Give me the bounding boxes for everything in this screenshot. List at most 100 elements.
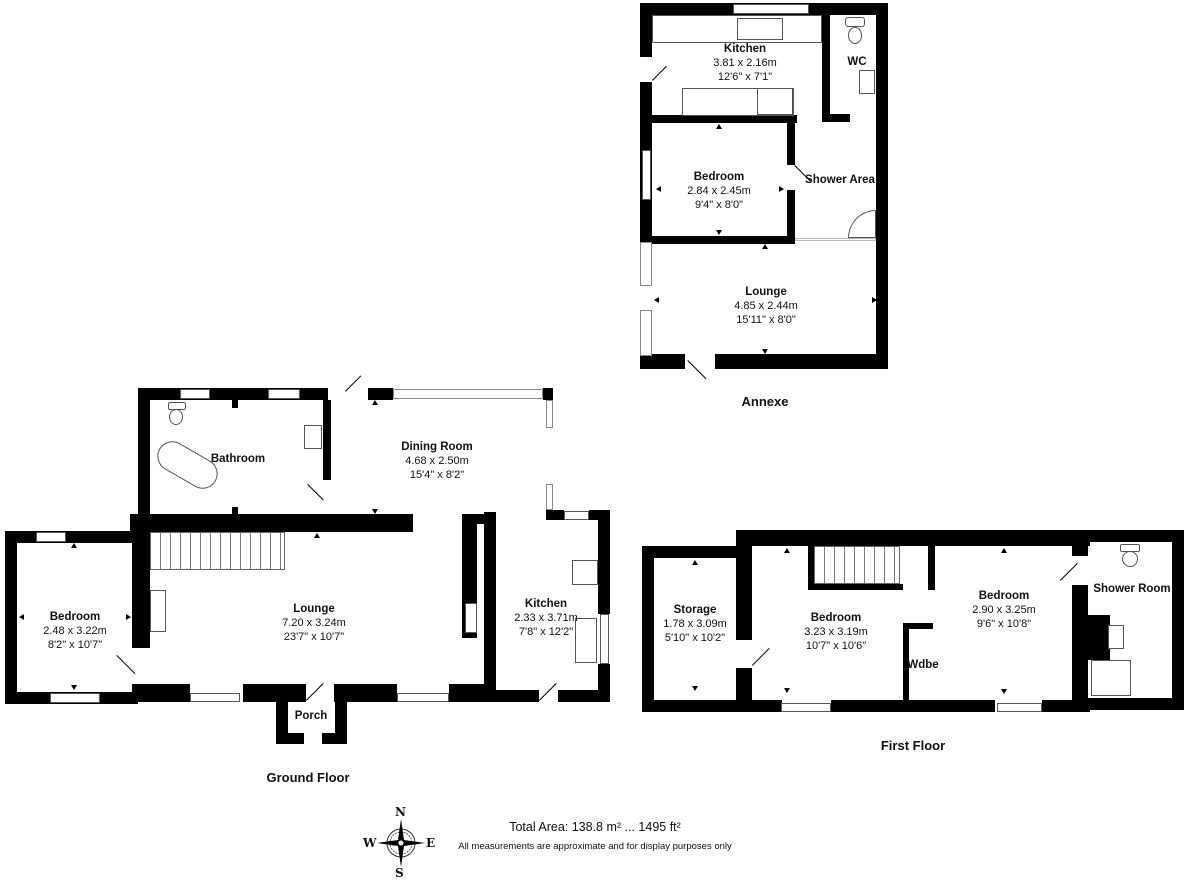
floor-title-ground-floor: Ground Floor <box>266 770 350 785</box>
total-area: Total Area: 138.8 m² ... 1495 ft² <box>509 820 681 834</box>
measure-arrow-icon <box>762 244 768 249</box>
fireplace-icon <box>465 603 477 633</box>
toilet-bowl-icon <box>848 27 862 44</box>
room-dim-metric: 4.85 x 2.44m <box>734 300 798 312</box>
door <box>752 648 770 666</box>
basin-icon <box>859 70 875 94</box>
glazed-wall <box>393 389 543 399</box>
glazed-door-frame <box>640 242 652 286</box>
measure-arrow-icon <box>692 686 698 691</box>
measure-arrow-icon <box>656 186 661 192</box>
room-name: Lounge <box>745 286 787 298</box>
wall <box>546 510 564 520</box>
measure-arrow-icon <box>654 297 659 303</box>
measure-arrow-icon <box>19 614 24 620</box>
wall <box>1172 530 1184 708</box>
room-dim-metric: 2.90 x 3.25m <box>972 604 1036 616</box>
wall <box>928 546 935 590</box>
wall <box>652 236 795 244</box>
room-name: Kitchen <box>524 598 568 610</box>
staircase <box>150 532 285 570</box>
room-label-gf-dining-room: Dining Room 4.68 x 2.50m 15'4" x 8'2" <box>401 440 473 482</box>
basin-icon <box>1108 625 1124 649</box>
wall <box>787 190 795 244</box>
room-dim-metric: 4.68 x 2.50m <box>405 455 469 467</box>
wall <box>132 514 150 648</box>
door <box>687 360 707 380</box>
room-name: Dining Room <box>401 441 473 453</box>
compass-rose-icon: N S W E <box>360 805 442 880</box>
door <box>539 683 557 701</box>
toilet-bowl-icon <box>169 409 183 425</box>
window <box>997 703 1042 712</box>
door <box>1060 563 1078 581</box>
glazed-wall <box>546 484 553 510</box>
room-dim-imperial: 8'2" x 10'7" <box>47 639 103 651</box>
wall <box>642 546 748 558</box>
wall <box>808 546 814 586</box>
compass-south: S <box>395 866 404 880</box>
door <box>307 484 324 501</box>
room-dim-imperial: 10'7" x 10'6" <box>805 640 867 652</box>
window <box>190 693 240 702</box>
wall <box>243 684 306 702</box>
toilet-bowl-icon <box>1122 551 1138 567</box>
measure-arrow-icon <box>716 230 722 235</box>
wall <box>449 684 489 702</box>
wall <box>736 530 1090 546</box>
wall <box>558 690 610 702</box>
door <box>116 655 136 675</box>
wall <box>736 530 752 640</box>
room-dim-metric: 3.81 x 2.16m <box>713 57 777 69</box>
room-label-annexe-bedroom: Bedroom 2.84 x 2.45m 9'4" x 8'0" <box>687 170 751 212</box>
room-label-annexe-kitchen: Kitchen 3.81 x 2.16m 12'6" x 7'1" <box>713 42 777 84</box>
wall <box>322 733 347 744</box>
room-label-ff-storage: Storage 1.78 x 3.09m 5'10" x 10'2" <box>663 603 727 645</box>
measure-arrow-icon <box>71 543 77 548</box>
room-name: Shower Area <box>805 174 875 186</box>
shower-tray-icon <box>1091 660 1131 696</box>
window <box>268 389 300 399</box>
room-dim-metric: 2.48 x 3.22m <box>43 625 107 637</box>
sink-icon <box>575 618 597 663</box>
wall <box>808 584 903 590</box>
wall <box>640 3 652 57</box>
wall <box>822 114 850 122</box>
compass-north: N <box>395 805 406 819</box>
wall <box>715 354 888 369</box>
room-label-gf-lounge: Lounge 7.20 x 3.24m 23'7" x 10'7" <box>282 602 346 644</box>
hob-icon <box>757 88 793 115</box>
wall <box>484 512 496 702</box>
room-dim-metric: 3.23 x 3.19m <box>804 626 868 638</box>
room-name: Bedroom <box>693 171 745 183</box>
door <box>306 683 324 701</box>
measure-arrow-icon <box>372 400 378 405</box>
room-dim-imperial: 12'6" x 7'1" <box>717 71 773 83</box>
wall <box>642 546 654 712</box>
basin-icon <box>304 425 322 449</box>
room-dim-metric: 7.20 x 3.24m <box>282 617 346 629</box>
room-name: Lounge <box>293 603 335 615</box>
wall <box>323 400 331 480</box>
disclaimer: All measurements are approximate and for… <box>458 841 732 852</box>
wall <box>598 510 610 614</box>
wall <box>232 507 238 515</box>
room-label-ff-wardrobe: Wdbe <box>907 658 938 672</box>
room-name: Bedroom <box>810 612 862 624</box>
wall <box>130 514 413 532</box>
measure-arrow-icon <box>1001 548 1007 553</box>
wall <box>334 684 397 702</box>
wall <box>132 684 190 702</box>
room-label-gf-bedroom: Bedroom 2.48 x 3.22m 8'2" x 10'7" <box>43 610 107 652</box>
wall <box>484 690 539 702</box>
room-name: Porch <box>294 710 328 722</box>
wall <box>876 3 888 369</box>
room-label-gf-kitchen: Kitchen 2.33 x 3.71m 7'8" x 12'2" <box>514 597 578 639</box>
wall <box>1072 585 1088 710</box>
wall <box>368 388 393 400</box>
wall <box>752 700 780 712</box>
toilet-icon <box>845 17 865 27</box>
measure-arrow-icon <box>716 124 722 129</box>
compass-west: W <box>363 836 377 850</box>
room-name: Kitchen <box>723 43 767 55</box>
